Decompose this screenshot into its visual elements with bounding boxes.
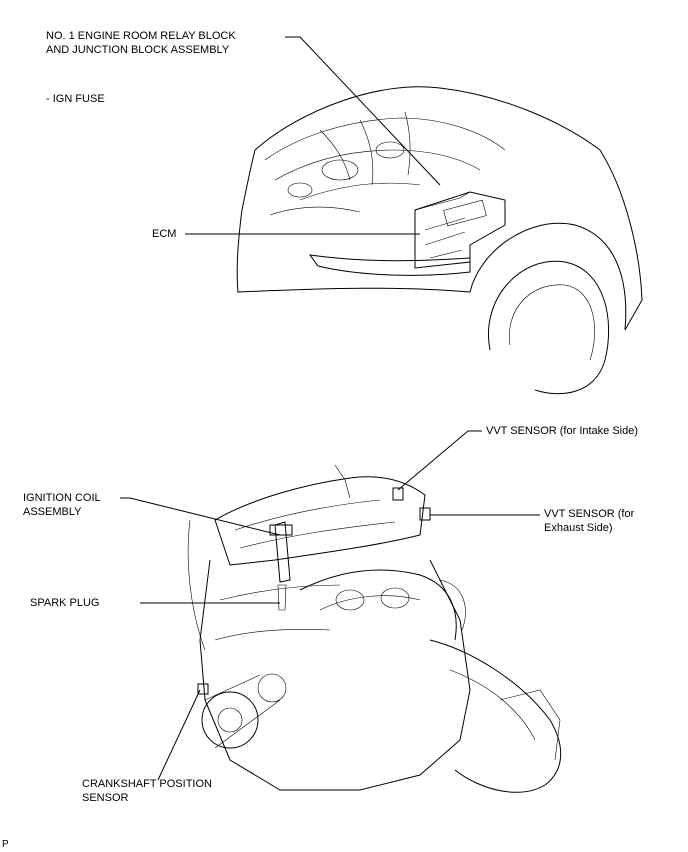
crankshaft-label-line2: SENSOR [82, 792, 129, 804]
leader-lines-top [185, 36, 441, 235]
spark-plug-label: SPARK PLUG [30, 597, 100, 609]
ignition-coil-label-line2: ASSEMBLY [23, 506, 82, 518]
ecm-label: ECM [152, 228, 177, 240]
relay-block-label-line1: NO. 1 ENGINE ROOM RELAY BLOCK [46, 30, 236, 42]
crankshaft-label-line1: CRANKSHAFT POSITION [82, 778, 212, 790]
ign-fuse-label: - IGN FUSE [46, 93, 105, 105]
corner-mark: P [2, 839, 9, 850]
engine-drawing [187, 464, 562, 793]
vvt-exhaust-label-line2: Exhaust Side) [544, 522, 613, 534]
vvt-intake-label: VVT SENSOR (for Intake Side) [486, 425, 639, 437]
vehicle-front-drawing [236, 86, 643, 395]
ignition-coil-label-line1: IGNITION COIL [23, 492, 101, 504]
relay-block-label-line2: AND JUNCTION BLOCK ASSEMBLY [46, 44, 230, 56]
vvt-exhaust-label-line1: VVT SENSOR (for [544, 508, 635, 520]
leader-lines-bottom [120, 430, 540, 781]
